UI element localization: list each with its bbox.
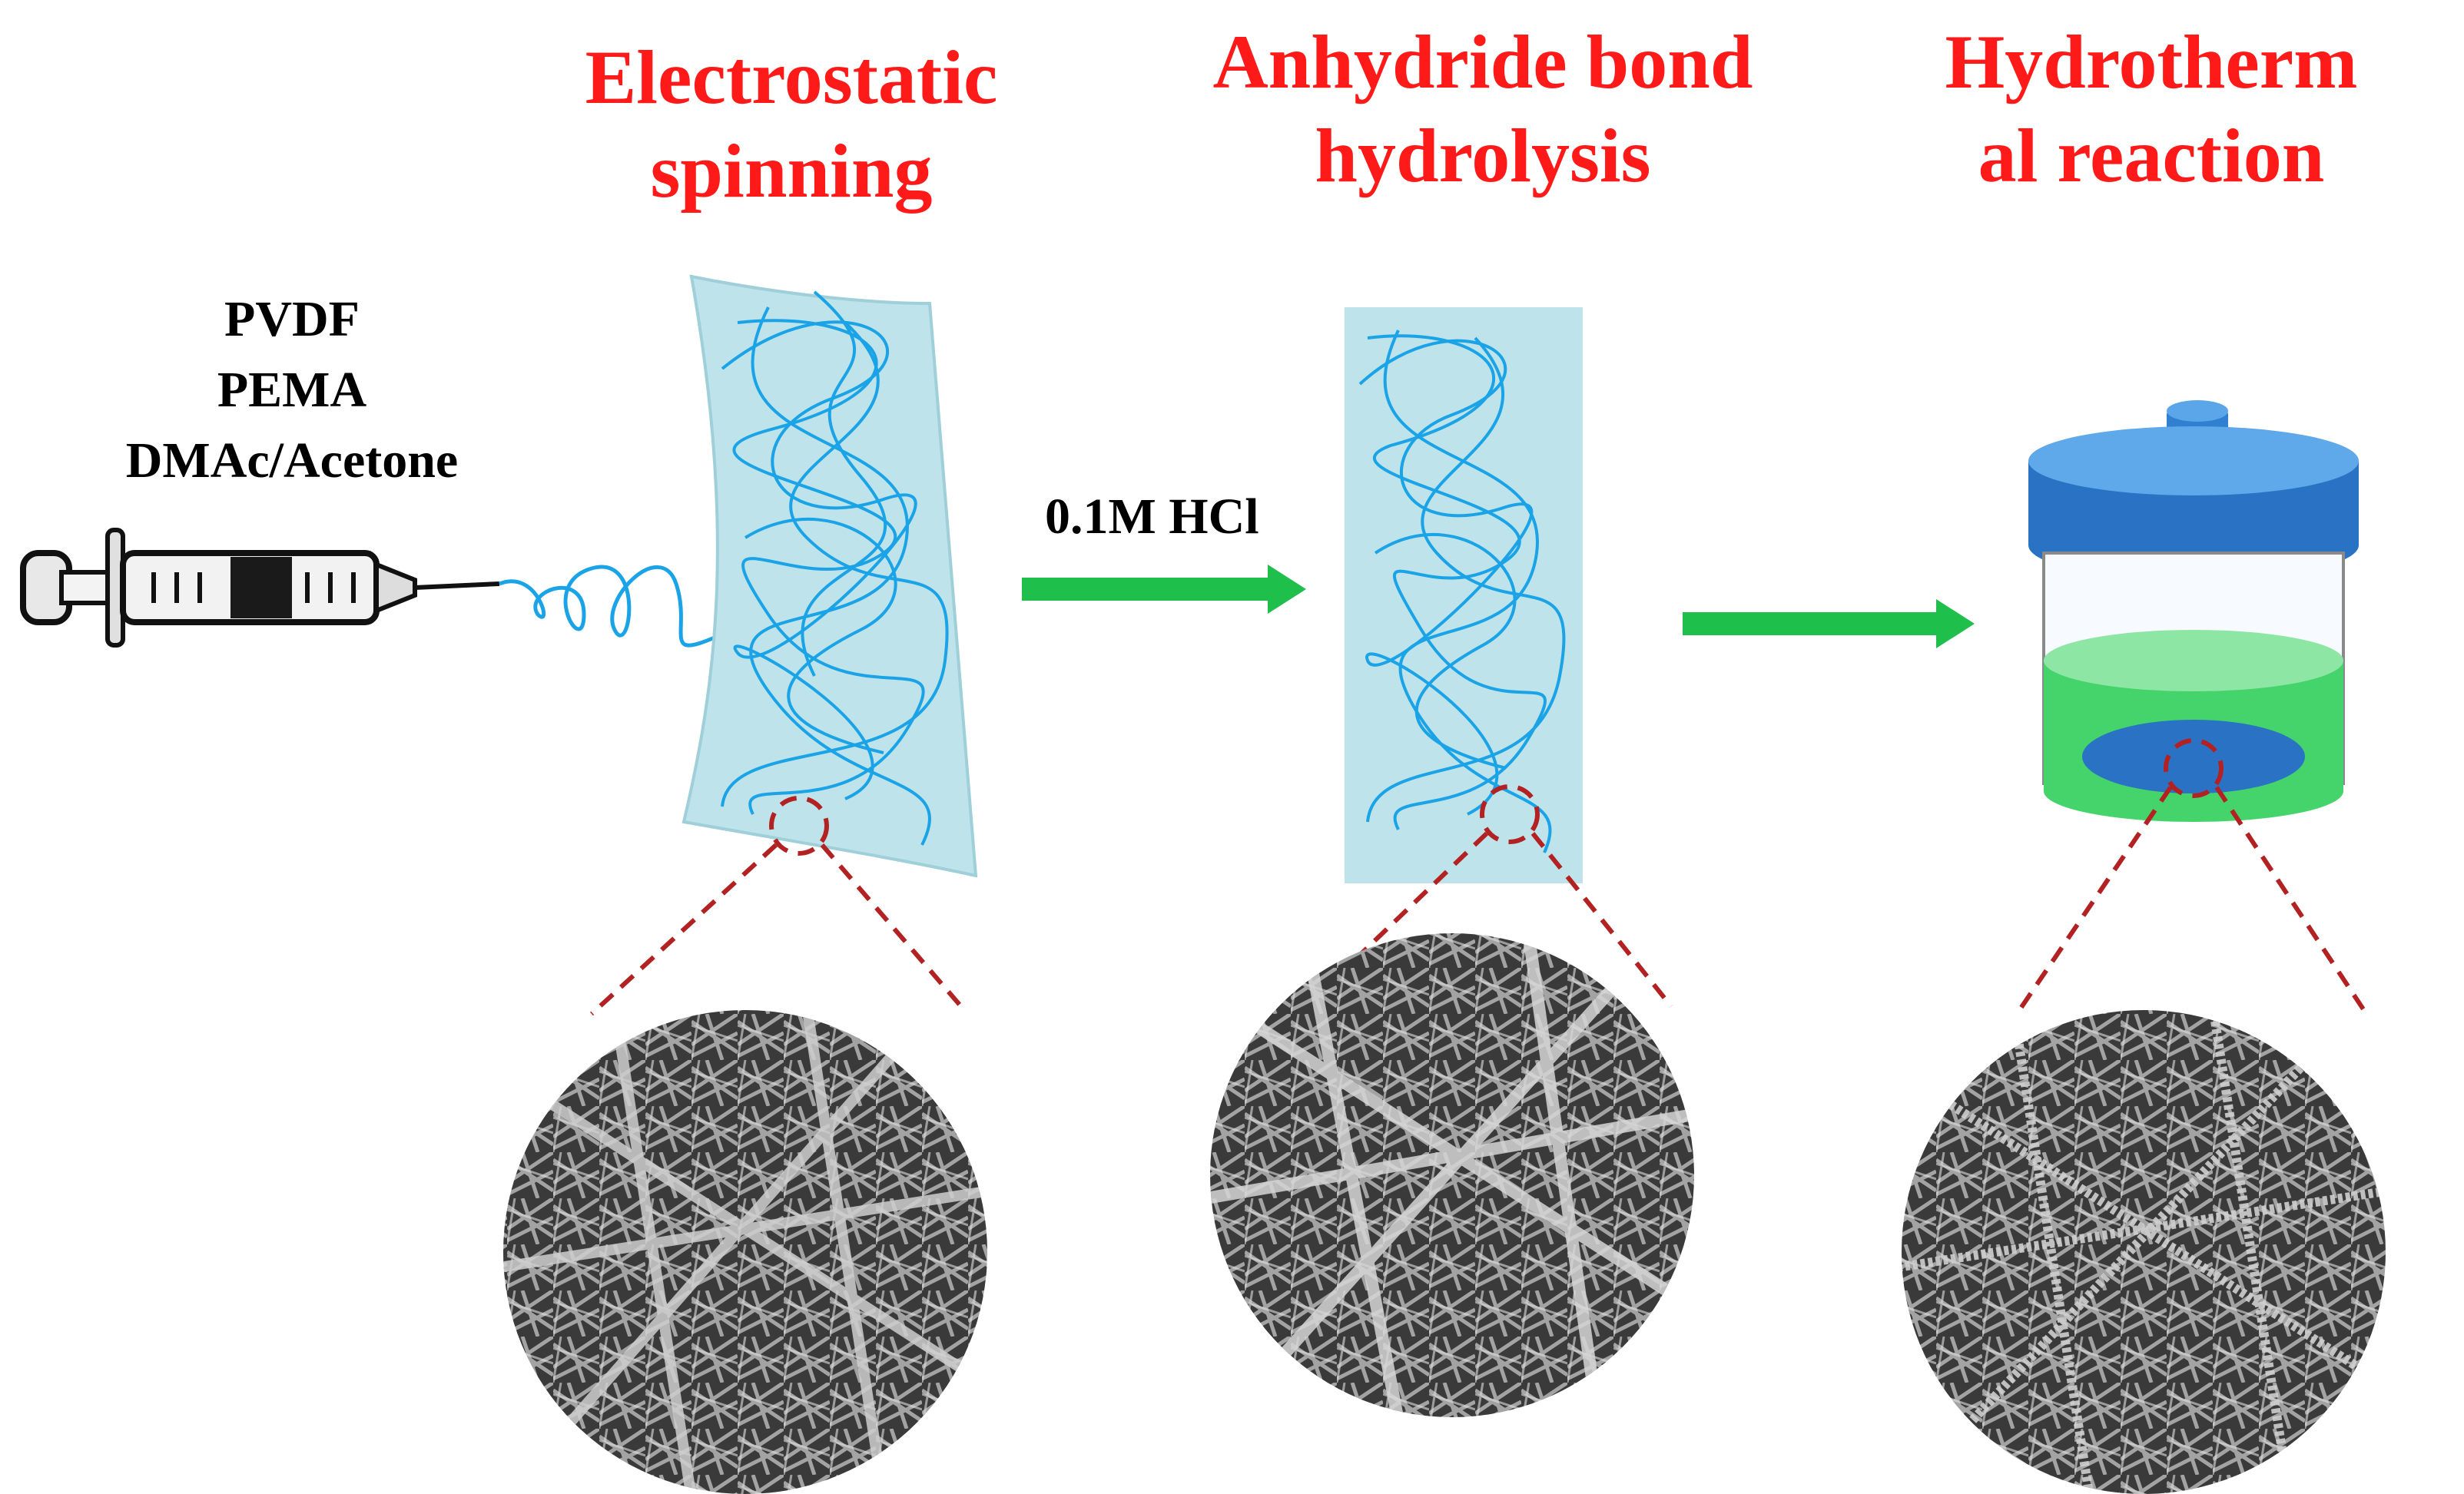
arrow-icon — [1022, 565, 1306, 614]
sem-image-1 — [503, 1010, 987, 1494]
zoom-indicators — [589, 738, 2369, 1016]
syringe-icon — [20, 528, 500, 648]
sem-image-3 — [1902, 1010, 2386, 1494]
materials-list: PVDF PEMA DMAc/Acetone — [77, 284, 507, 496]
step-3-title-line1: Hydrotherm — [1945, 19, 2358, 104]
material-3: DMAc/Acetone — [125, 432, 459, 489]
material-2: PEMA — [217, 362, 367, 418]
step-1-title: Electrostatic spinning — [553, 31, 1030, 218]
step-3-title-line2: al reaction — [1978, 113, 2325, 198]
step-2-title-line1: Anhydride bond — [1212, 19, 1753, 104]
arrow-icon — [1683, 599, 1975, 648]
step-3-title: Hydrotherm al reaction — [1898, 15, 2405, 203]
step-2-title-line2: hydrolysis — [1315, 113, 1651, 198]
hydrothermal-reactor-icon — [2028, 400, 2359, 822]
reagent-label: 0.1M HCl — [1045, 489, 1259, 545]
sem-image-2 — [1210, 933, 1694, 1417]
fiber-jet — [499, 565, 715, 648]
step-1-title-line1: Electrostatic — [585, 35, 998, 120]
material-1: PVDF — [224, 291, 360, 347]
hydrolyzed-membrane — [1345, 307, 1583, 883]
electrospun-membrane — [681, 274, 978, 878]
step-1-title-line2: spinning — [650, 128, 933, 214]
step-2-title: Anhydride bond hydrolysis — [1152, 15, 1813, 203]
